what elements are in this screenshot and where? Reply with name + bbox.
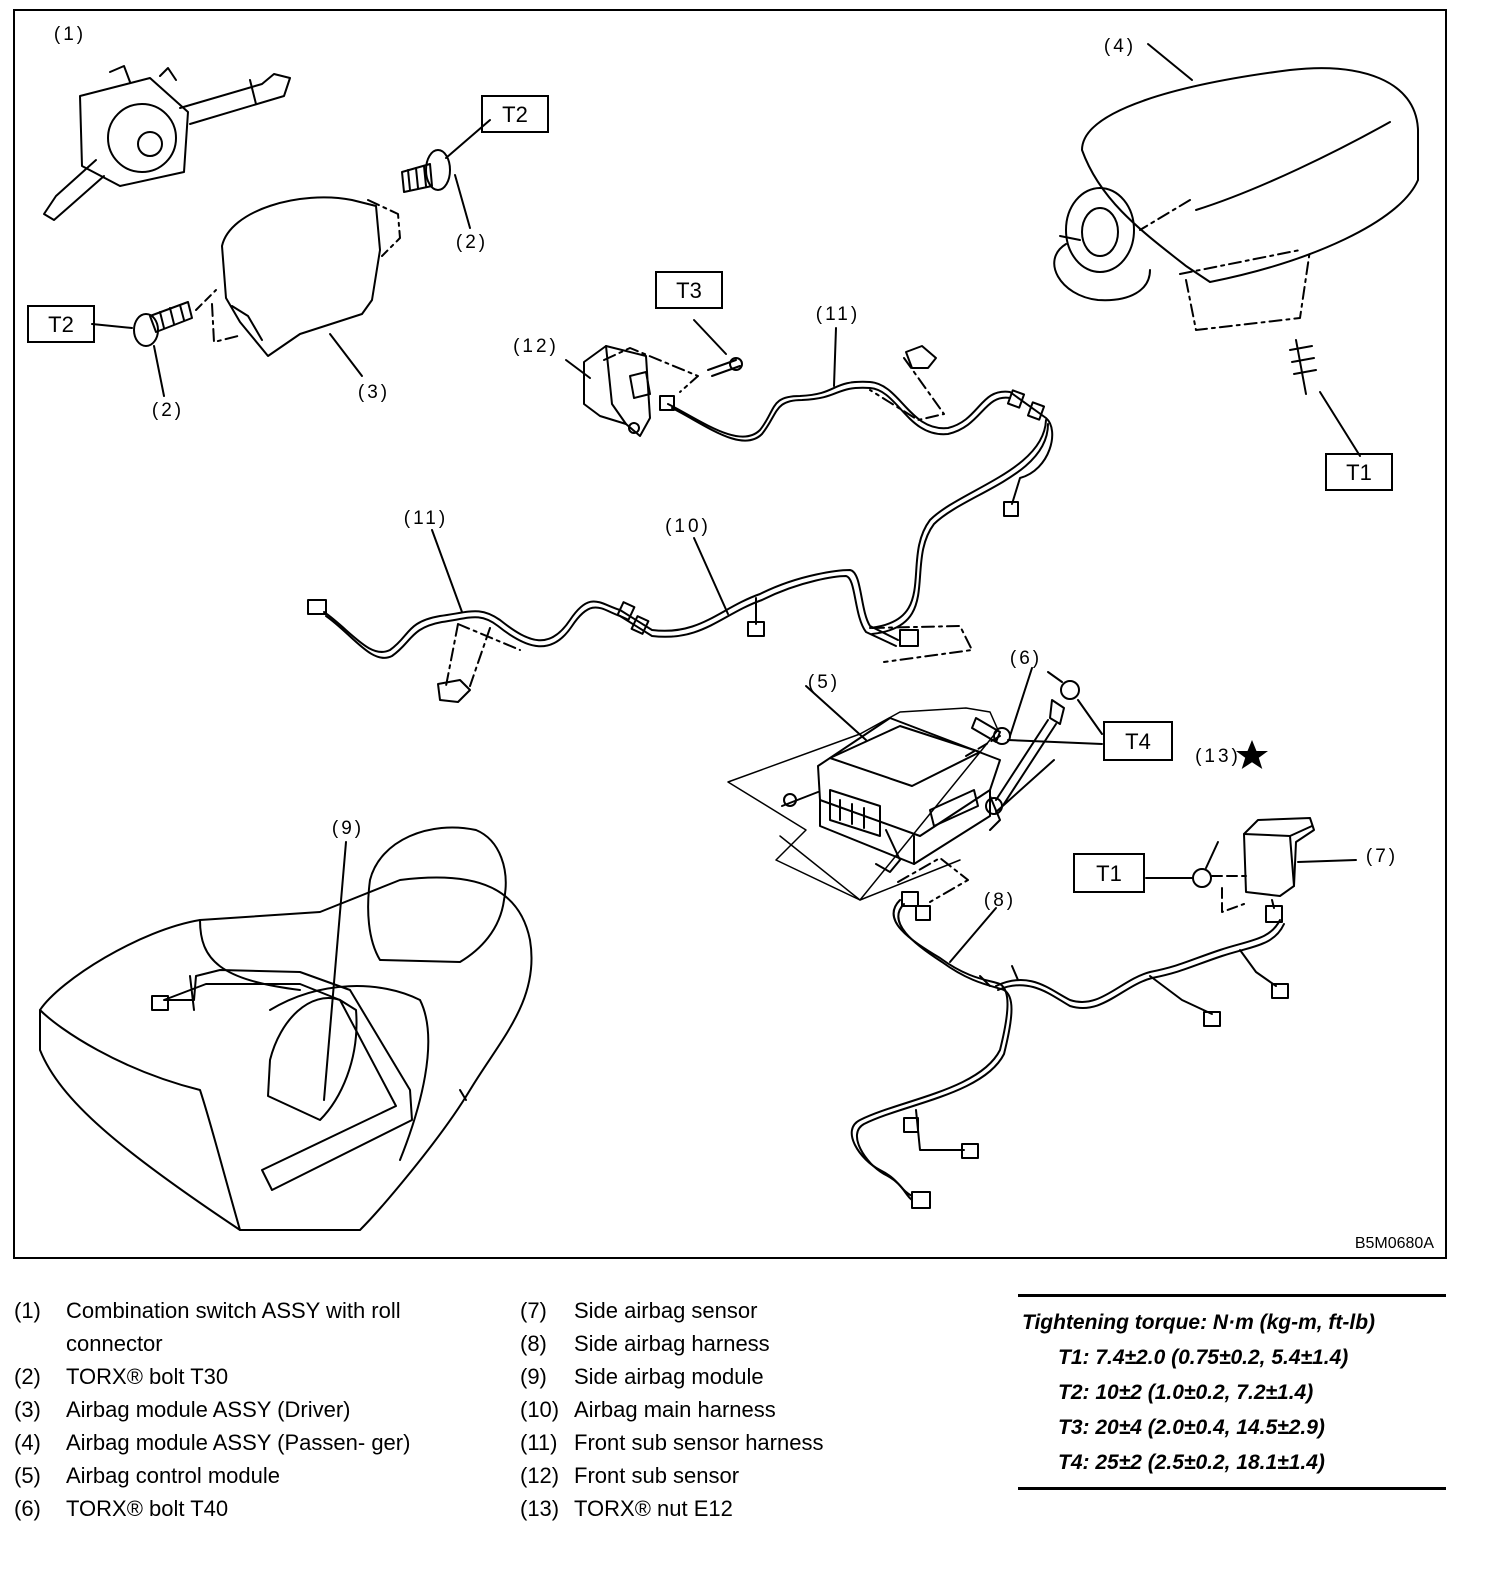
legend-item: (13) TORX® nut E12: [520, 1492, 920, 1525]
callout-12: (12): [513, 336, 559, 357]
tag-box-t1-top: [1325, 453, 1393, 491]
tag-t1-top: T1: [1346, 460, 1372, 485]
callout-5: (5): [808, 672, 840, 693]
exploded-view-diagram: T2 T2 T3 T1 T4 T1 (1) (2) (2) (3) (4) (5…: [13, 9, 1447, 1259]
tag-t2-left: T2: [48, 312, 74, 337]
combination-switch-drawing: [43, 65, 291, 221]
seat-side-airbag-drawing: [39, 826, 533, 1231]
callout-9: (9): [332, 818, 364, 839]
legend-text: Side airbag module: [574, 1364, 764, 1389]
legend-num: (6): [14, 1496, 41, 1521]
torque-t4: T4: 25±2 (2.5±0.2, 18.1±1.4): [1058, 1451, 1325, 1474]
legend-num: (4): [14, 1430, 41, 1455]
legend-left: (1) Combination switch ASSY with roll con…: [14, 1294, 434, 1525]
callout-1: (1): [54, 24, 86, 45]
diagram-frame: [13, 9, 1447, 1259]
torque-t2: T2: 10±2 (1.0±0.2, 7.2±1.4): [1058, 1381, 1314, 1404]
torx-bolt-t30-left-drawing: [91, 289, 217, 397]
legend-text: Front sub sensor harness: [574, 1430, 824, 1455]
callout-13: (13): [1195, 746, 1241, 767]
legend-item: (7) Side airbag sensor: [520, 1294, 920, 1327]
side-airbag-sensor-drawing: [1145, 817, 1357, 923]
legend-text: Airbag module ASSY (Driver): [66, 1397, 351, 1422]
legend-middle: (7) Side airbag sensor (8) Side airbag har…: [520, 1294, 920, 1525]
passenger-airbag-drawing: [1053, 43, 1419, 457]
legend-text: Airbag control module: [66, 1463, 281, 1488]
tag-t1-right: T1: [1096, 861, 1122, 886]
tag-t4: T4: [1125, 729, 1151, 754]
tag-box-t2-top: [481, 95, 549, 133]
callout-11-lower: (11): [404, 508, 448, 529]
legend-num: (3): [14, 1397, 41, 1422]
legend-item: (11) Front sub sensor harness: [520, 1426, 920, 1459]
torque-tags: [27, 95, 1393, 893]
tag-box-t3: [655, 271, 723, 309]
tightening-torque-box: Tightening torque: N·m (kg-m, ft-lb) T1:…: [1018, 1294, 1446, 1490]
legend-num: (12): [520, 1463, 560, 1488]
callout-10: (10): [665, 516, 711, 537]
legend-item: (5) Airbag control module: [14, 1459, 434, 1492]
front-sub-sensor-harness-upper-drawing: [659, 327, 1054, 635]
legend-text: TORX® bolt T40: [66, 1496, 229, 1521]
callout-7: (7): [1366, 846, 1398, 867]
legend-num: (7): [520, 1298, 547, 1323]
legend-num: (13): [520, 1496, 560, 1521]
torx-bolt-t40-drawing: [965, 667, 1103, 813]
callout-6: (6): [1010, 648, 1042, 669]
legend-num: (8): [520, 1331, 547, 1356]
legend-text: Side airbag harness: [574, 1331, 770, 1356]
legend-text: Airbag main harness: [574, 1397, 776, 1422]
driver-airbag-drawing: [211, 196, 401, 377]
callout-4: (4): [1104, 36, 1136, 57]
legend-item: (3) Airbag module ASSY (Driver): [14, 1393, 434, 1426]
airbag-main-harness-drawing: [307, 529, 973, 703]
legend-num: (10): [520, 1397, 560, 1422]
legend-item: (12) Front sub sensor: [520, 1459, 920, 1492]
side-airbag-harness-drawing: [850, 857, 1289, 1209]
legend-num: (1): [14, 1298, 41, 1323]
torque-title: Tightening torque: N·m (kg-m, ft-lb): [1022, 1311, 1376, 1334]
tag-t2-top: T2: [502, 102, 528, 127]
star-icon: [1236, 740, 1268, 769]
callout-11-upper: (11): [816, 304, 860, 325]
tag-t3: T3: [676, 278, 702, 303]
legend-text: Airbag module ASSY (Passen- ger): [66, 1430, 411, 1455]
figure-code: B5M0680A: [1355, 1235, 1434, 1252]
legend-item: (1) Combination switch ASSY with roll con…: [14, 1294, 434, 1360]
torx-bolt-t30-top-drawing: [401, 119, 491, 229]
legend-item: (10) Airbag main harness: [520, 1393, 920, 1426]
front-sub-sensor-drawing: [565, 319, 743, 437]
callout-2-top: (2): [456, 232, 488, 253]
tag-box-t1-right: [1073, 853, 1145, 893]
callout-3: (3): [358, 382, 390, 403]
legend-item: (2) TORX® bolt T30: [14, 1360, 434, 1393]
legend-item: (8) Side airbag harness: [520, 1327, 920, 1360]
callout-2-left: (2): [152, 400, 184, 421]
legend-num: (9): [520, 1364, 547, 1389]
legend-num: (11): [520, 1430, 558, 1455]
legend-num: (2): [14, 1364, 41, 1389]
legend-item: (4) Airbag module ASSY (Passen- ger): [14, 1426, 434, 1459]
legend-text: TORX® bolt T30: [66, 1364, 229, 1389]
legend-num: (5): [14, 1463, 41, 1488]
legend-text: Side airbag sensor: [574, 1298, 758, 1323]
torque-t3: T3: 20±4 (2.0±0.4, 14.5±2.9): [1058, 1416, 1325, 1439]
tag-box-t2-left: [27, 305, 95, 343]
legend-item: (6) TORX® bolt T40: [14, 1492, 434, 1525]
torque-t1: T1: 7.4±2.0 (0.75±0.2, 5.4±1.4): [1058, 1346, 1349, 1369]
callout-8: (8): [984, 890, 1016, 911]
legend-item: (9) Side airbag module: [520, 1360, 920, 1393]
legend-text: Combination switch ASSY with roll connec…: [66, 1298, 401, 1356]
legend-text: TORX® nut E12: [574, 1496, 733, 1521]
legend-text: Front sub sensor: [574, 1463, 740, 1488]
airbag-control-module-drawing: [727, 685, 1003, 901]
tag-box-t4: [1103, 721, 1173, 761]
